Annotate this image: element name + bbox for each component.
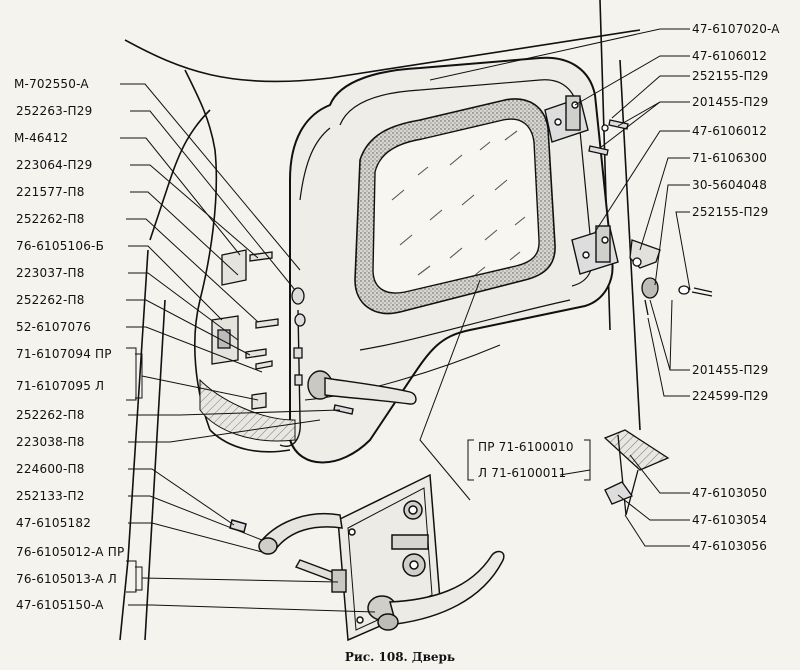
leader-lines [120,83,376,613]
label-left-12: 252262-П8 [16,408,85,422]
door-pins [291,287,306,386]
label-right-8: 201455-П29 [692,363,769,377]
left-bracket-1 [126,347,137,401]
outer-handle [229,513,343,555]
label-left-10: 71-6107094 ПР [16,347,112,361]
label-left-1: 252263-П29 [16,104,93,118]
inside-lever [367,550,505,631]
label-right-10: 47-6103050 [692,486,768,500]
inner-handle [307,370,417,415]
center-bracket [467,439,591,481]
label-left-18: 76-6105013-A Л [16,572,117,586]
label-right-12: 47-6103056 [692,539,768,553]
figure-caption: Рис. 108. Дверь [344,650,456,664]
door-sill [199,378,296,442]
label-center-1: Л 71-6100011 [478,466,567,480]
label-left-11: 71-6107095 Л [16,379,105,393]
label-left-9: 52-6107076 [16,320,92,334]
label-left-6: 76-6105106-Б [16,239,105,253]
label-left-5: 252262-П8 [16,212,85,226]
lock-assembly [337,473,441,642]
label-left-13: 223038-П8 [16,435,85,449]
label-right-4: 47-6106012 [692,124,768,138]
door-panel [279,56,614,464]
label-right-7: 252155-П29 [692,205,769,219]
label-right-11: 47-6103054 [692,513,768,527]
label-left-8: 252262-П8 [16,293,85,307]
label-right-1: 47-6106012 [692,49,768,63]
label-left-19: 47-6105150-A [16,598,104,612]
door-check [629,239,713,316]
pillar-brackets [211,249,279,410]
label-right-3: 201455-П29 [692,95,769,109]
left-bracket-2 [126,560,137,593]
label-left-4: 221577-П8 [16,185,85,199]
label-right-6: 30-5604048 [692,178,768,192]
label-right-0: 47-6107020-A [692,22,780,36]
label-left-0: M-702550-A [14,77,89,91]
lower-hinge [571,225,619,275]
label-left-2: M-46412 [14,131,69,145]
push-rod [294,559,347,593]
glass-run [603,429,670,516]
label-left-3: 223064-П29 [16,158,93,172]
cab-outline [119,0,641,641]
hinge-bolts [588,119,629,156]
label-left-15: 252133-П2 [16,489,85,503]
label-right-9: 224599-П29 [692,389,769,403]
label-left-7: 223037-П8 [16,266,85,280]
label-center-0: ПР 71-6100010 [478,440,574,454]
label-right-2: 252155-П29 [692,69,769,83]
label-left-14: 224600-П8 [16,462,85,476]
leader-lines-right [419,28,691,547]
label-left-16: 47-6105182 [16,516,92,530]
label-left-17: 76-6105012-A ПР [16,545,125,559]
label-right-5: 71-6106300 [692,151,768,165]
